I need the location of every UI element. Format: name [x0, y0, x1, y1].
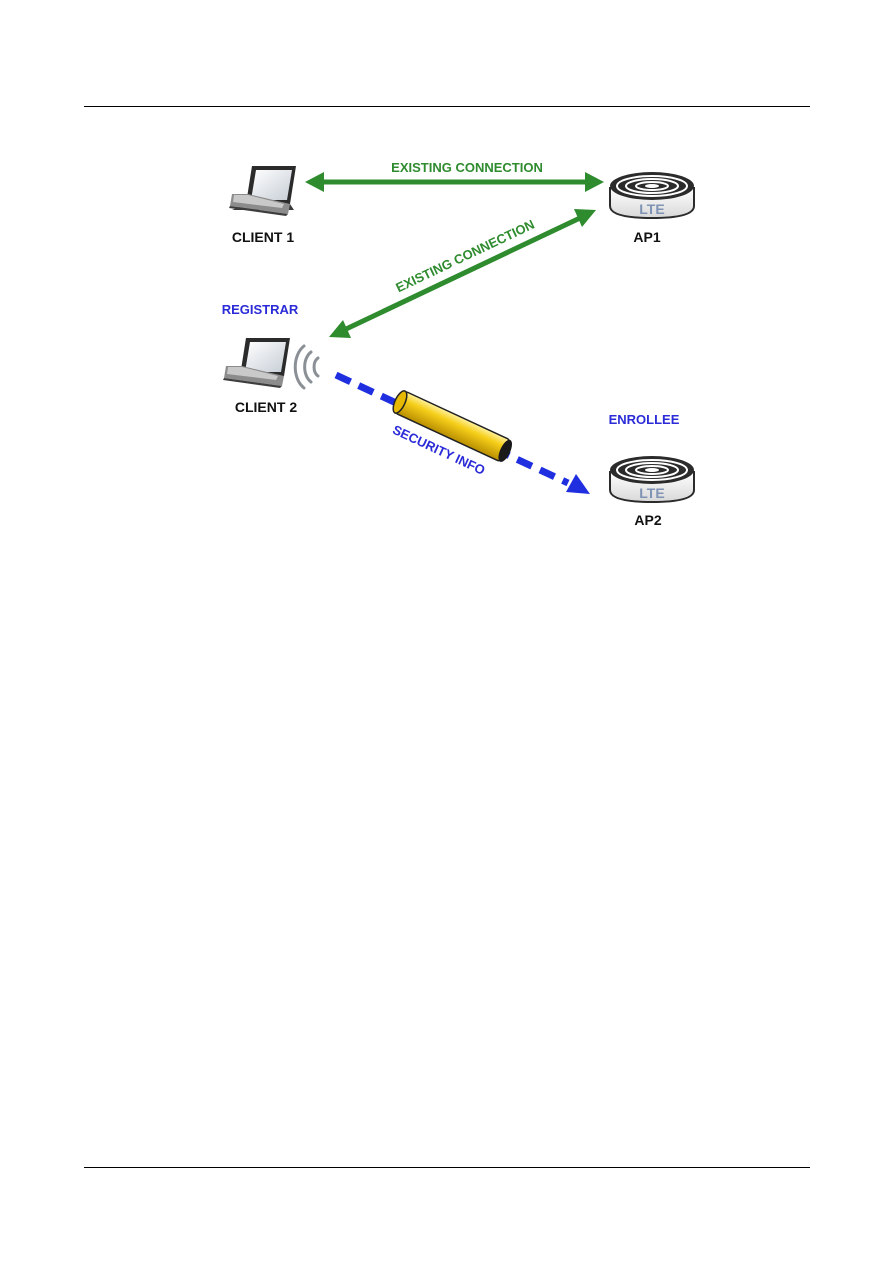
header-rule: [84, 106, 810, 107]
ap1-router-icon: LTE: [609, 172, 695, 220]
ap2-router-icon: LTE: [609, 456, 695, 504]
enrollee-label: ENROLLEE: [609, 412, 680, 427]
registrar-label: REGISTRAR: [222, 302, 299, 317]
client1-label: CLIENT 1: [232, 229, 294, 245]
security-tube-icon: [392, 390, 513, 462]
edge-client2-ap1: [329, 209, 596, 338]
ap1-lte-badge: LTE: [639, 201, 664, 217]
ap2-lte-badge: LTE: [639, 485, 664, 501]
edge-client1-ap1: [305, 172, 604, 192]
ap2-label: AP2: [634, 512, 661, 528]
client2-label: CLIENT 2: [235, 399, 297, 415]
edge-label-client1-ap1: EXISTING CONNECTION: [391, 160, 543, 175]
client1-laptop-icon: [229, 166, 296, 216]
footer-rule: [84, 1167, 810, 1168]
edge-label-client2-ap1: EXISTING CONNECTION: [393, 217, 536, 296]
client2-laptop-icon: [223, 338, 290, 388]
ap1-label: AP1: [633, 229, 660, 245]
edge-client2-ap2: [334, 371, 590, 494]
wifi-signal-icon: [293, 344, 320, 390]
